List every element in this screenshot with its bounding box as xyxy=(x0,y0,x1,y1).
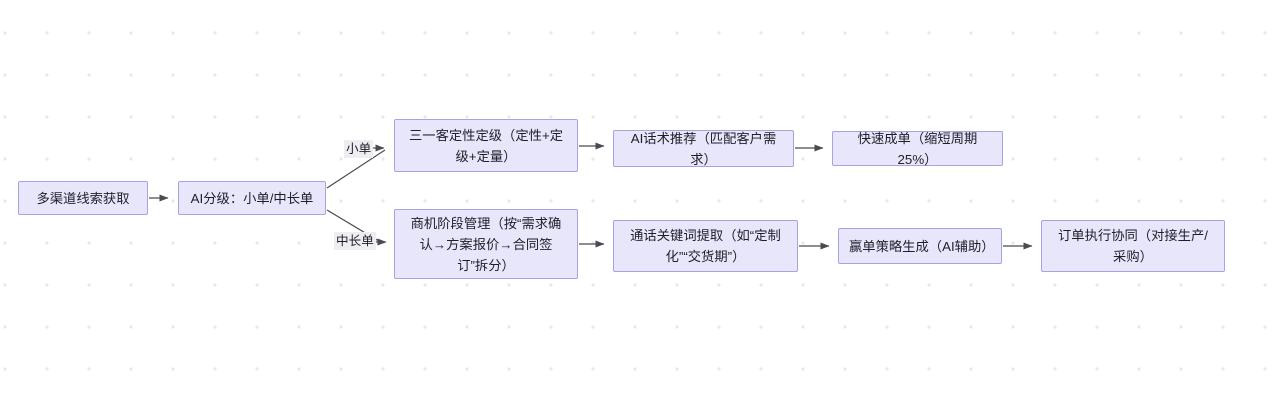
node-opportunity-stage-management[interactable]: 商机阶段管理（按“需求确 认→方案报价→合同签 订”拆分） xyxy=(394,209,578,279)
node-customer-qualification[interactable]: 三一客定性定级（定性+定 级+定量） xyxy=(394,119,578,172)
node-label: 三一客定性定级（定性+定 级+定量） xyxy=(408,127,564,164)
node-label: AI话术推荐（匹配客户需求） xyxy=(630,130,777,167)
node-label: 快速成单（缩短周期25%） xyxy=(857,130,978,167)
node-ai-script-recommendation[interactable]: AI话术推荐（匹配客户需求） xyxy=(613,130,794,167)
node-label: 商机阶段管理（按“需求确 认→方案报价→合同签 订”拆分） xyxy=(410,215,562,273)
node-label: 多渠道线索获取 xyxy=(36,190,130,206)
node-fast-order-closing[interactable]: 快速成单（缩短周期25%） xyxy=(832,131,1003,167)
node-label: 订单执行协同（对接生产/ 采购） xyxy=(1058,228,1208,264)
node-order-execution-collaboration[interactable]: 订单执行协同（对接生产/ 采购） xyxy=(1041,220,1225,272)
node-call-keyword-extraction[interactable]: 通话关键词提取（如“定制 化”“交货期”） xyxy=(613,220,798,272)
node-lead-acquisition[interactable]: 多渠道线索获取 xyxy=(18,181,148,215)
node-win-strategy-generation[interactable]: 赢单策略生成（AI辅助） xyxy=(838,228,1002,264)
node-label: AI分级：小单/中长单 xyxy=(190,190,314,206)
node-ai-grading[interactable]: AI分级：小单/中长单 xyxy=(178,181,326,215)
edge-label-small-order: 小单 xyxy=(344,140,374,158)
node-label: 通话关键词提取（如“定制 化”“交货期”） xyxy=(630,228,781,264)
edge-label-medium-long-order: 中长单 xyxy=(334,232,376,250)
node-label: 赢单策略生成（AI辅助） xyxy=(849,238,995,254)
